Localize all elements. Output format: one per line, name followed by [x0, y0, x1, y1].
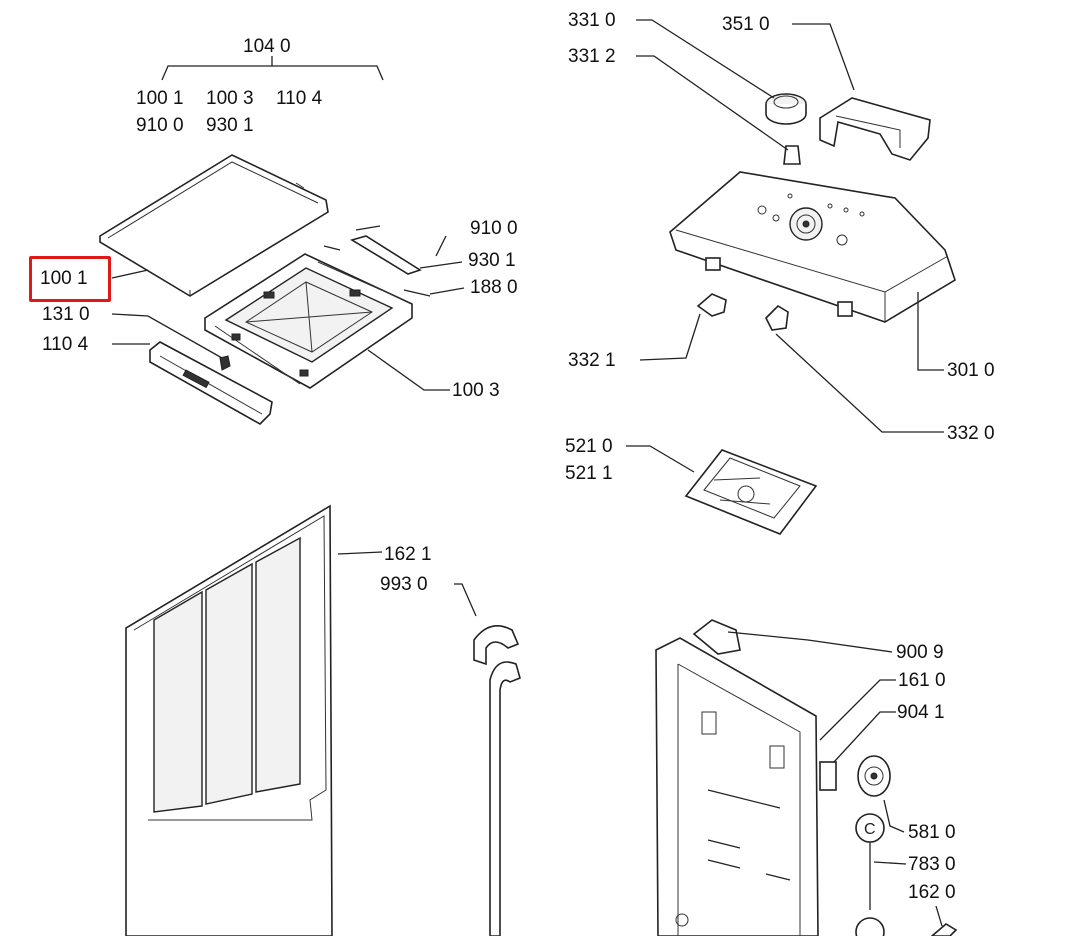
connector-part	[692, 619, 741, 655]
label-110-4-group: 110 4	[276, 88, 323, 109]
pulley-part	[857, 755, 891, 797]
group-bracket	[161, 56, 384, 81]
label-521-1: 521 1	[565, 463, 613, 484]
label-104-0: 104 0	[243, 36, 291, 57]
label-301-0: 301 0	[947, 360, 995, 381]
label-331-2: 331 2	[568, 46, 616, 67]
clip-332-1-part	[696, 293, 727, 317]
label-900-9: 900 9	[896, 642, 944, 663]
top-lid-part	[99, 154, 329, 297]
capacitor-part: C	[855, 813, 885, 936]
svg-text:C: C	[864, 821, 876, 838]
highlight-box	[29, 256, 111, 302]
clip-part	[219, 355, 231, 371]
label-162-1: 162 1	[384, 544, 432, 565]
label-100-3-group: 100 3	[206, 88, 254, 109]
rear-panel-part	[655, 637, 819, 936]
knob-part	[765, 93, 807, 125]
label-930-1: 930 1	[468, 250, 516, 271]
drain-hose-part	[473, 624, 521, 936]
label-351-0: 351 0	[722, 14, 770, 35]
label-521-0: 521 0	[565, 436, 613, 457]
relay-part	[819, 761, 837, 791]
label-110-4: 110 4	[42, 334, 89, 355]
control-panel-part	[669, 171, 956, 323]
label-783-0: 783 0	[908, 854, 956, 875]
label-930-1-group: 930 1	[206, 115, 254, 136]
label-100-1-group: 100 1	[136, 88, 184, 109]
label-581-0: 581 0	[908, 822, 956, 843]
clip-332-0-part	[765, 304, 789, 331]
label-993-0: 993 0	[380, 574, 428, 595]
label-331-0: 331 0	[568, 10, 616, 31]
side-panel-part	[125, 504, 333, 936]
label-910-0: 910 0	[470, 218, 518, 239]
clamp-part	[930, 923, 958, 936]
label-100-1: 100 1	[40, 268, 88, 289]
bracket-part	[819, 97, 931, 161]
label-910-0-group: 910 0	[136, 115, 184, 136]
small-pins-part	[323, 225, 431, 297]
label-131-0: 131 0	[42, 304, 90, 325]
label-100-3: 100 3	[452, 380, 500, 401]
knob-shaft-part	[783, 145, 801, 165]
top-frame-part	[204, 253, 413, 389]
label-332-0: 332 0	[947, 423, 995, 444]
front-strip-part	[149, 341, 273, 425]
label-161-0: 161 0	[898, 670, 946, 691]
label-904-1: 904 1	[897, 702, 945, 723]
label-188-0: 188 0	[470, 277, 518, 298]
label-332-1: 332 1	[568, 350, 616, 371]
label-162-0: 162 0	[908, 882, 956, 903]
pcb-holder-part	[684, 449, 818, 535]
